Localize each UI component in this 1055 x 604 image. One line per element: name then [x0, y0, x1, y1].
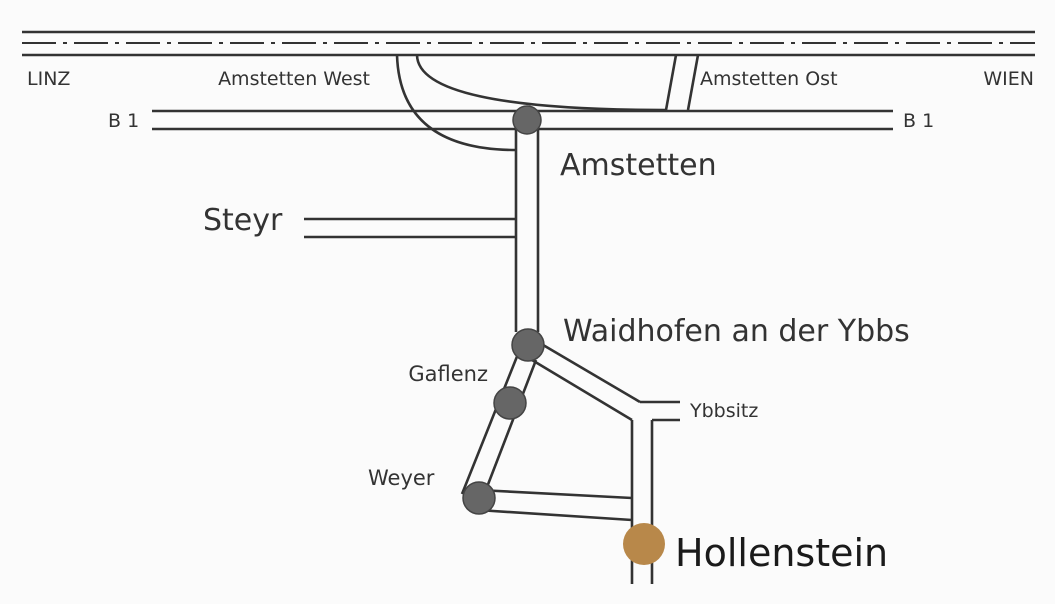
- label-amstetten-west: Amstetten West: [218, 68, 370, 90]
- label-gaflenz: Gaflenz: [408, 362, 488, 386]
- road-waidhofen-ybbsitz: [531, 340, 680, 422]
- destination-marker-hollenstein: [623, 523, 665, 565]
- label-wien: WIEN: [983, 68, 1034, 90]
- town-marker-gaflenz: [493, 386, 527, 420]
- road-steyr: [304, 217, 516, 239]
- label-linz: LINZ: [27, 68, 70, 90]
- label-b1-right: B 1: [903, 110, 934, 132]
- road-weyer-hollenstein: [477, 488, 633, 522]
- road-amstetten-waidhofen: [514, 129, 540, 332]
- interchange-amstetten-west: [395, 54, 678, 152]
- label-ybbsitz: Ybbsitz: [689, 400, 758, 422]
- interchange-amstetten-ost: [686, 54, 700, 111]
- label-amstetten-ost: Amstetten Ost: [700, 68, 838, 90]
- label-amstetten: Amstetten: [560, 148, 717, 183]
- town-marker-amstetten: [512, 105, 542, 135]
- label-weyer: Weyer: [368, 466, 435, 490]
- label-hollenstein: Hollenstein: [675, 531, 888, 575]
- town-marker-waidhofen: [511, 328, 545, 362]
- label-steyr: Steyr: [203, 203, 283, 238]
- label-waidhofen: Waidhofen an der Ybbs: [563, 314, 910, 349]
- road-waidhofen-weyer: [460, 353, 538, 501]
- town-marker-weyer: [462, 481, 496, 515]
- motorway-a1: [22, 30, 1035, 57]
- label-b1-left: B 1: [108, 110, 139, 132]
